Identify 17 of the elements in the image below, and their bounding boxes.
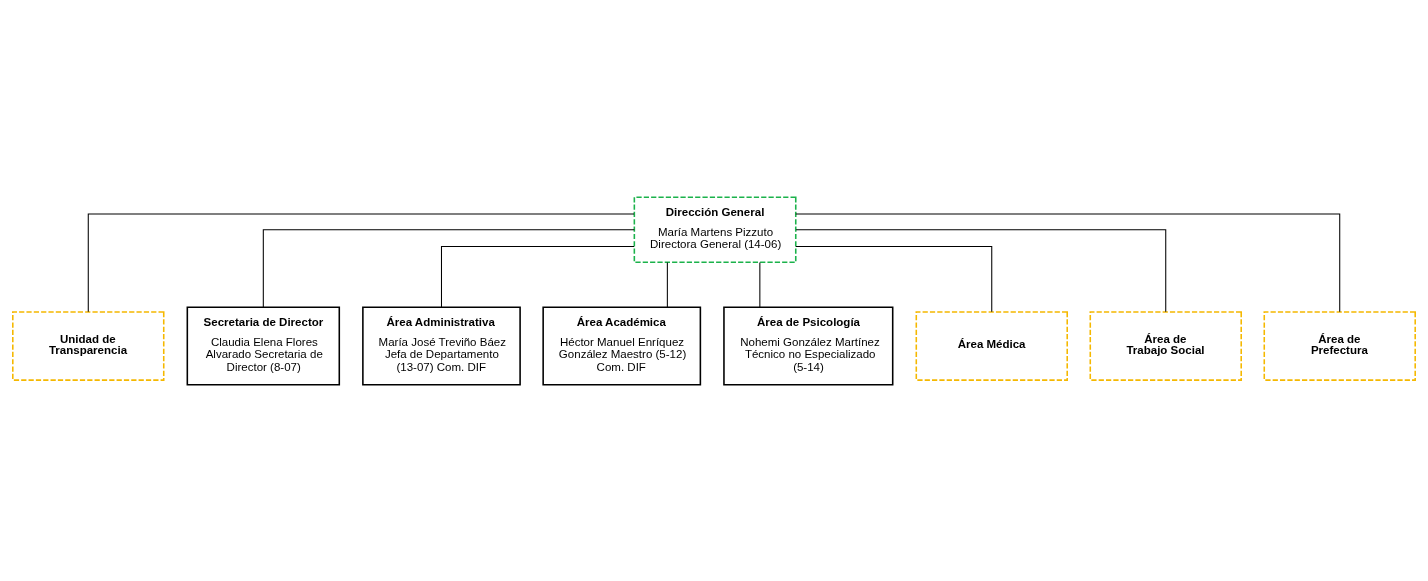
node-box: Área Médica	[915, 310, 1068, 381]
node-box: Área Administrativa María José Treviño Báez Jefa de Departamento (13-07) Com. DIF	[362, 305, 521, 386]
connector	[666, 261, 668, 307]
node-box: Área de Trabajo Social	[1089, 310, 1242, 381]
connector	[262, 228, 635, 307]
node-box: Dirección General María Martens Pizzuto Directora General (14-06)	[633, 195, 797, 263]
node-box: Secretaria de Director Claudia Elena Flores Alvarado Secretaria de Director (8-07)	[186, 305, 341, 386]
node-box: Unidad de Transparencia	[12, 310, 165, 381]
connector	[795, 245, 993, 312]
connector	[87, 212, 635, 312]
connector	[795, 212, 1341, 312]
node-box: Área de Prefectura	[1263, 310, 1416, 381]
node-box: Área Académica Héctor Manuel Enríquez González Maestro (5-12) Com. DIF	[542, 305, 702, 386]
connector	[440, 245, 635, 308]
node-box: Área de Psicología Nohemi González Martínez Técnico no Especializado (5-14)	[723, 305, 894, 386]
connector	[795, 228, 1167, 312]
connector	[759, 261, 761, 307]
